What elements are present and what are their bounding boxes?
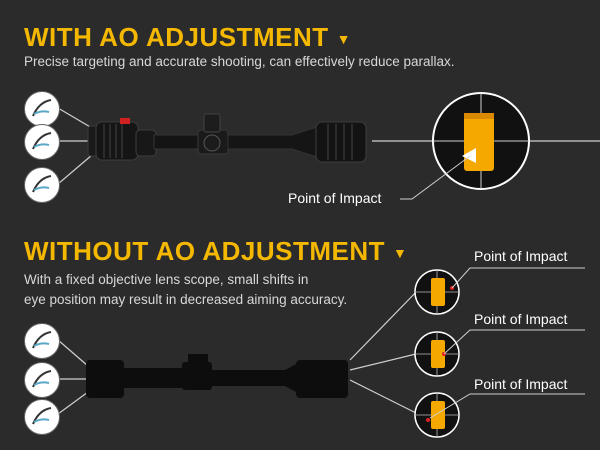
triangle-down-icon: ▼ (336, 31, 351, 48)
no-ao-point-of-impact-label-3: Point of Impact (474, 376, 568, 392)
fixed-target-icon-2 (414, 331, 460, 377)
no-ao-subtitle-line1: With a fixed objective lens scope, small… (24, 272, 309, 287)
fixed-target-icon-1 (414, 269, 460, 315)
eye-icon (24, 124, 60, 160)
ao-point-of-impact-label: Point of Impact (288, 190, 382, 206)
no-ao-title-text: WITHOUT AO ADJUSTMENT (24, 236, 385, 266)
eye-icon (24, 323, 60, 359)
triangle-down-icon: ▼ (393, 245, 408, 262)
ao-callout-line (400, 155, 471, 200)
fixed-callout-lines (429, 267, 585, 419)
ao-subtitle: Precise targeting and accurate shooting,… (24, 54, 455, 69)
ao-title: WITH AO ADJUSTMENT ▼ (24, 22, 351, 53)
eye-icon (24, 399, 60, 435)
no-ao-point-of-impact-label-1: Point of Impact (474, 248, 568, 264)
no-ao-subtitle-line2: eye position may result in decreased aim… (24, 292, 348, 307)
eye-icon (24, 167, 60, 203)
fixed-scope-icon (86, 354, 348, 398)
fixed-target-icon-3 (414, 392, 460, 438)
bottom-sightlines (57, 287, 421, 416)
ao-title-text: WITH AO ADJUSTMENT (24, 22, 329, 52)
no-ao-point-of-impact-label-2: Point of Impact (474, 311, 568, 327)
no-ao-title: WITHOUT AO ADJUSTMENT ▼ (24, 236, 407, 267)
ao-scope-icon (87, 113, 367, 163)
eye-icon (24, 362, 60, 398)
ao-target-icon (432, 92, 530, 190)
eye-icon (24, 91, 60, 127)
